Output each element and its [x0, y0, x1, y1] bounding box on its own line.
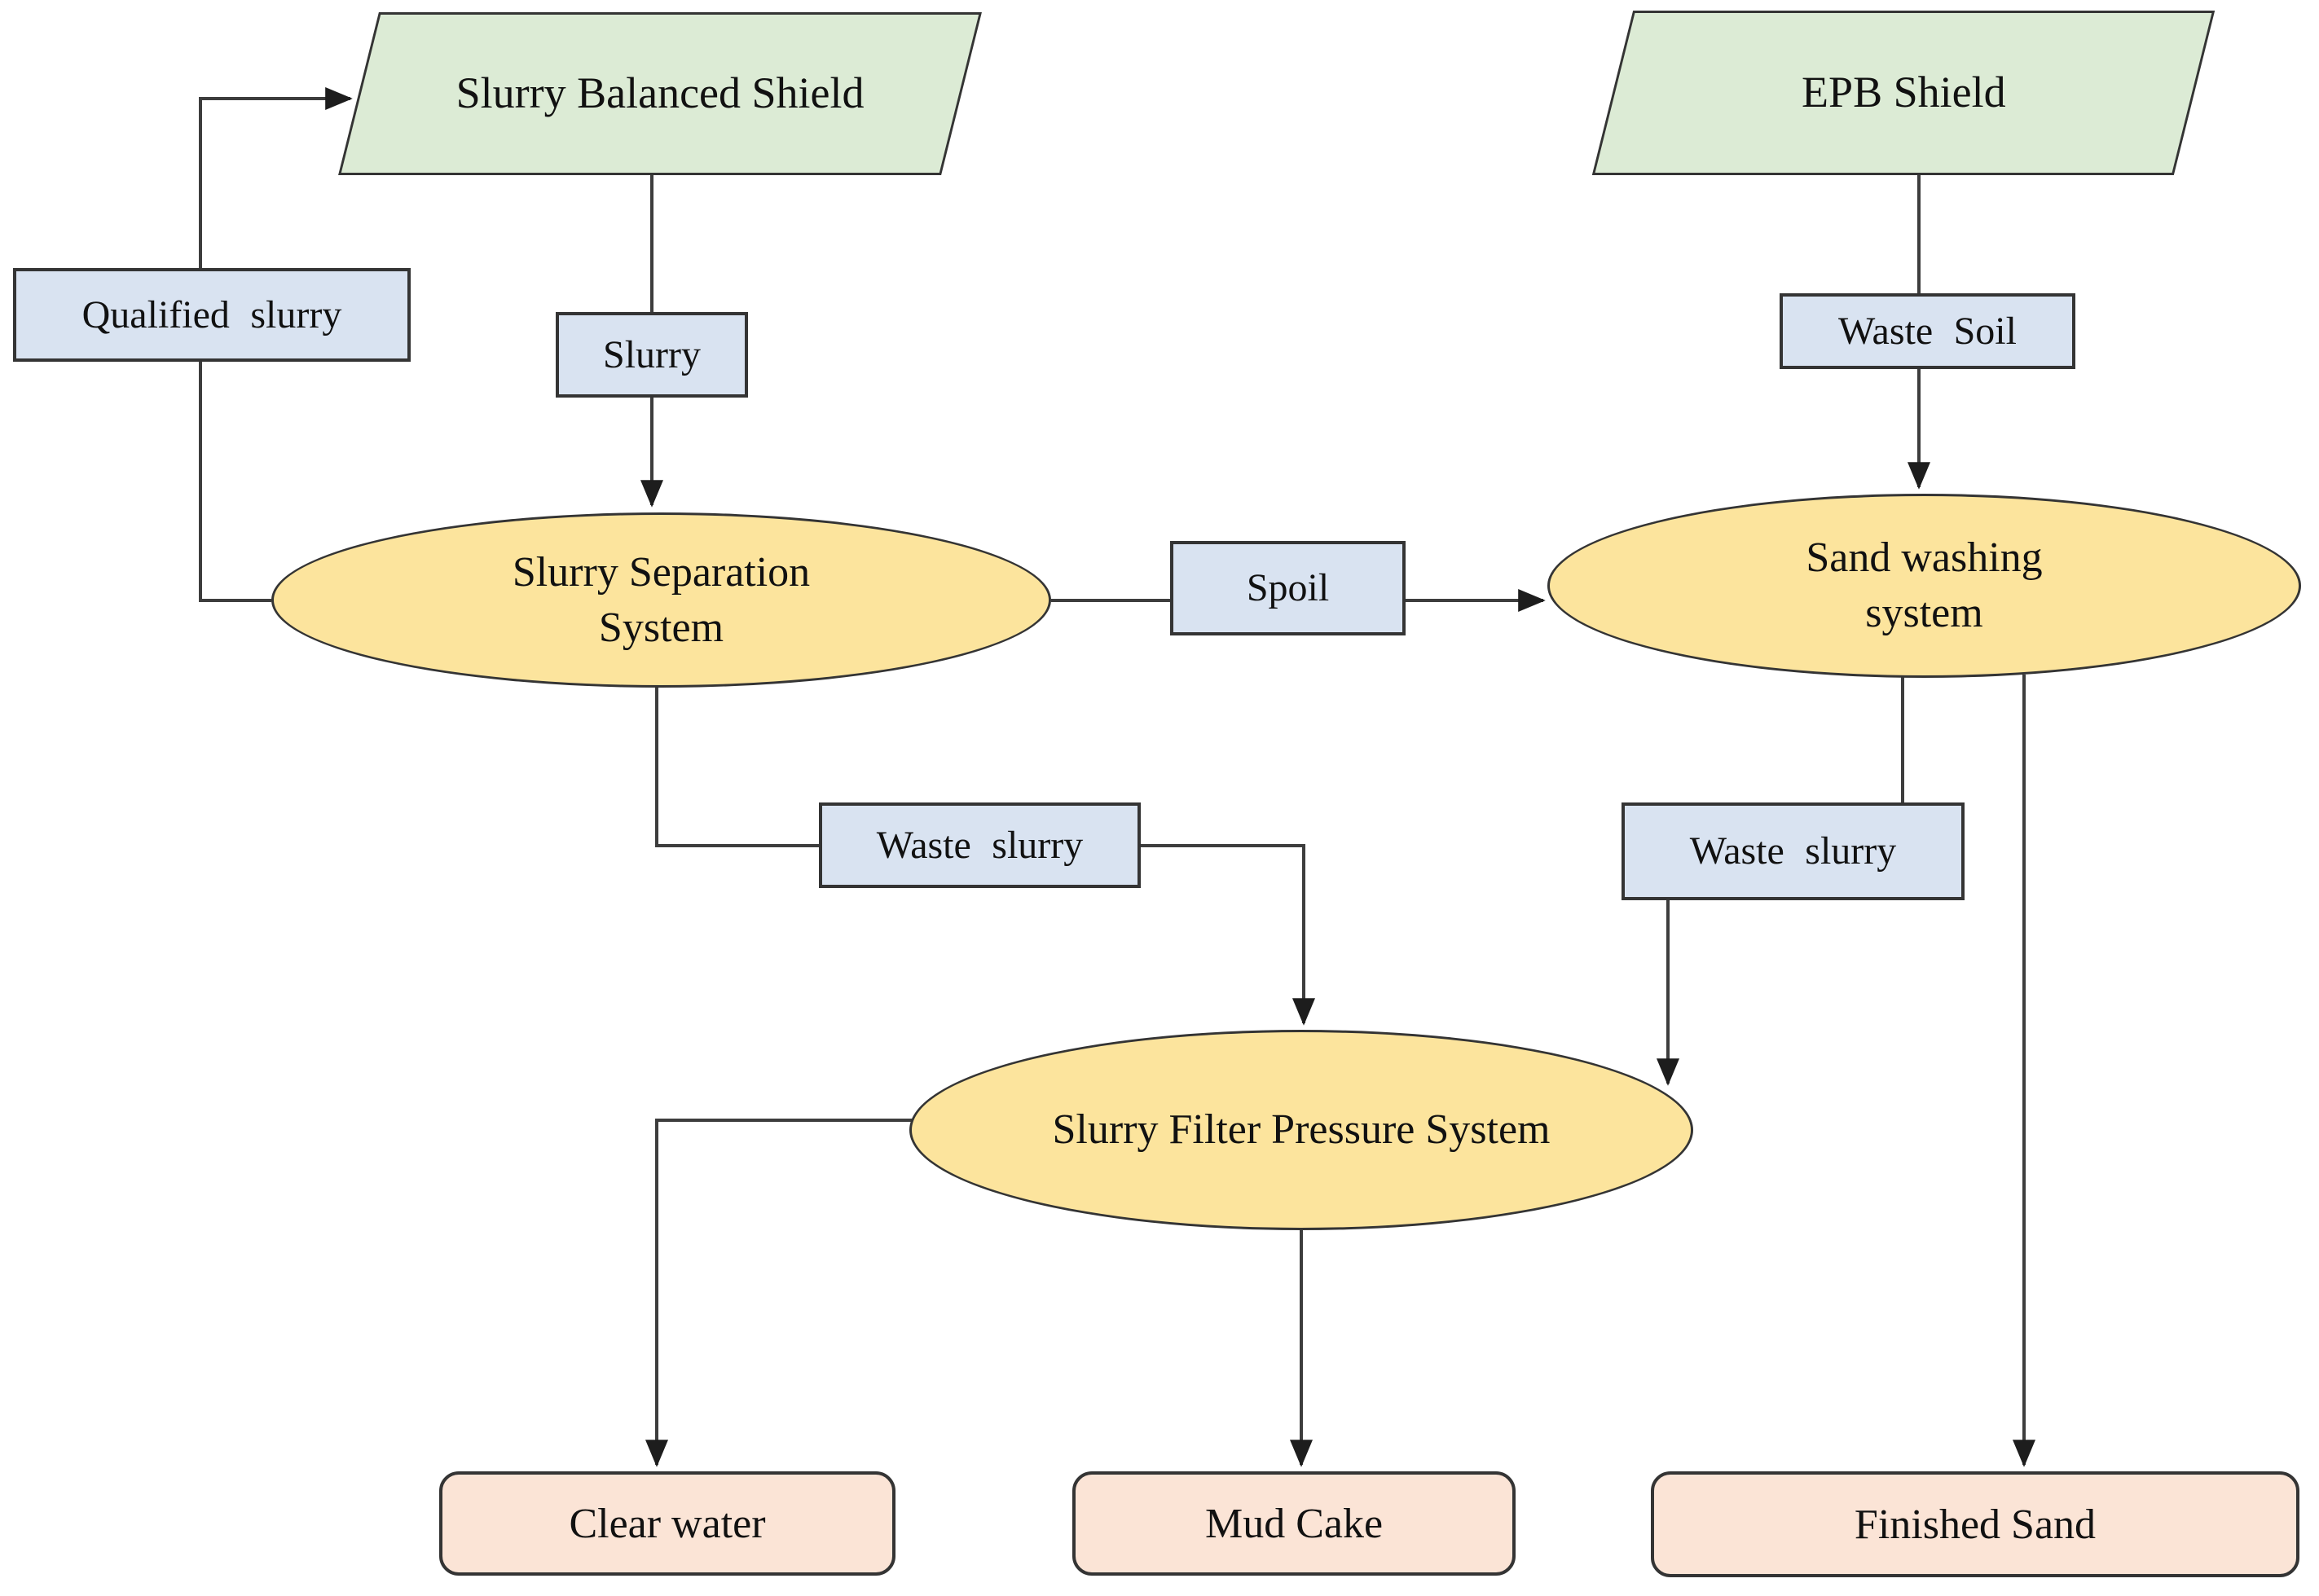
label-waste-slurry-left: Waste slurry [819, 802, 1141, 888]
node-sand-washing-system: Sand washing system [1547, 494, 2301, 678]
label-waste-slurry-left-text: Waste slurry [876, 823, 1084, 867]
node-finished-sand: Finished Sand [1651, 1471, 2299, 1577]
node-clear-water-label: Clear water [569, 1500, 766, 1547]
label-qualified-slurry-text: Qualified slurry [81, 292, 342, 336]
label-waste-slurry-right: Waste slurry [1622, 802, 1965, 900]
node-epb-shield: EPB Shield [1591, 11, 2216, 175]
node-slurry-separation-system: Slurry Separation System [271, 512, 1051, 688]
node-slurry-balanced-shield-label: Slurry Balanced Shield [455, 68, 865, 118]
node-clear-water: Clear water [439, 1471, 895, 1576]
node-finished-sand-label: Finished Sand [1854, 1501, 2097, 1548]
node-epb-shield-label: EPB Shield [1801, 68, 2006, 117]
label-spoil-text: Spoil [1246, 566, 1330, 609]
edge-clear-water [645, 1119, 914, 1467]
label-slurry: Slurry [556, 312, 748, 398]
node-slurry-separation-system-label: Slurry Separation System [512, 548, 811, 651]
node-slurry-filter-pressure-system: Slurry Filter Pressure System [909, 1030, 1693, 1230]
label-qualified-slurry: Qualified slurry [13, 268, 411, 362]
label-waste-soil-text: Waste Soil [1838, 309, 2017, 353]
node-slurry-balanced-shield: Slurry Balanced Shield [338, 12, 982, 175]
node-slurry-filter-pressure-system-label: Slurry Filter Pressure System [1052, 1106, 1551, 1154]
label-slurry-text: Slurry [603, 332, 701, 376]
node-mud-cake-label: Mud Cake [1204, 1500, 1384, 1547]
label-waste-slurry-right-text: Waste slurry [1689, 829, 1897, 873]
node-sand-washing-system-label: Sand washing system [1806, 534, 2043, 636]
label-spoil: Spoil [1170, 541, 1406, 635]
label-waste-soil: Waste Soil [1780, 293, 2075, 369]
node-mud-cake: Mud Cake [1072, 1471, 1516, 1576]
